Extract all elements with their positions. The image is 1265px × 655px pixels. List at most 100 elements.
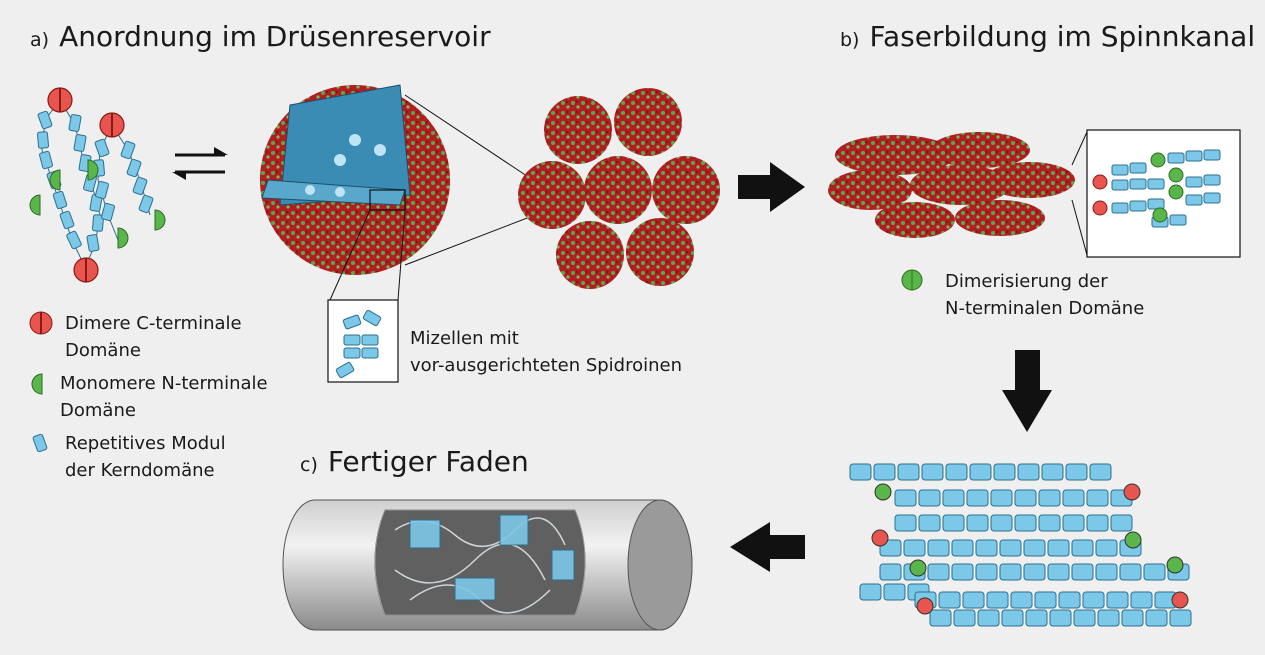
fiber-module [942,489,965,507]
fiber-module [969,463,992,481]
fiber-module [1025,609,1048,627]
legend-module-icon [32,433,48,453]
fiber-module [999,563,1022,581]
fiber-module [1130,591,1153,609]
legend-dimer-c-icon [29,311,53,335]
fiber-module [975,539,998,557]
section-b-title: b) Faserbildung im Spinnkanal [840,20,1255,53]
fiber-module [918,514,941,532]
section-a-label: a) [30,29,50,51]
fiber-terminal-domain [909,559,927,577]
fiber-terminal-domain [1166,556,1184,574]
fiber-module [999,539,1022,557]
fiber-module [927,563,950,581]
fiber-module [1058,591,1081,609]
fiber-module [1106,591,1129,609]
legend-monomer-n-icon [31,373,43,395]
fiber-module [1023,563,1046,581]
micelle-caption: Mizellen mit vor-ausgerichteten Spidroin… [410,325,682,379]
fiber-module [1089,463,1112,481]
fiber-module [1001,609,1024,627]
fiber-module [1095,539,1118,557]
fiber-terminal-domain [1124,531,1142,549]
fiber-module [1062,514,1085,532]
section-c-heading: Fertiger Faden [327,445,529,478]
fiber-module [938,591,961,609]
fiber-module [883,583,906,601]
legend-module-line2: der Kerndomäne [65,460,215,481]
fiber-module [986,591,1009,609]
fiber-module [1086,489,1109,507]
thread-cylinder [282,499,693,631]
legend-dimer-c-line1: Dimere C-terminale [65,313,242,334]
fiber-terminal-domain [871,529,889,547]
fiber-module [894,489,917,507]
fiber-module [1047,539,1070,557]
fiber-module [1014,514,1037,532]
fiber-terminal-domain [1171,591,1189,609]
fiber-module [894,514,917,532]
dimer-inset [1086,129,1241,258]
micelle-caption-line1: Mizellen mit [410,328,519,349]
fiber-module [1143,563,1166,581]
fiber-module [951,563,974,581]
section-b-label: b) [840,29,860,51]
fiber-module [942,514,965,532]
fiber-module [951,539,974,557]
fiber-module [1038,514,1061,532]
fiber-terminal-domain [1123,483,1141,501]
fiber-module [1086,514,1109,532]
dimer-caption: Dimerisierung der N-terminalen Domäne [945,268,1144,322]
fiber-module [1145,609,1168,627]
fiber-module [927,539,950,557]
fiber-assembly [849,463,1192,627]
fiber-module [1023,539,1046,557]
fiber-module [1097,609,1120,627]
section-b-heading: Faserbildung im Spinnkanal [869,20,1256,53]
fiber-module [929,609,952,627]
legend-module-line1: Repetitives Modul [65,433,226,454]
equilibrium-arrows [172,147,228,180]
fiber-module [921,463,944,481]
fiber-module [945,463,968,481]
fiber-module [903,539,926,557]
fiber-module [1062,489,1085,507]
section-a-heading: Anordnung im Drüsenreservoir [59,20,491,53]
fiber-module [1071,539,1094,557]
fiber-terminal-domain [916,597,934,615]
fiber-module [977,609,1000,627]
fiber-module [1110,514,1133,532]
fiber-module [897,463,920,481]
fiber-module [918,489,941,507]
flattened-micelles [828,132,1075,238]
fiber-module [1082,591,1105,609]
arrow-down [1002,350,1052,432]
fiber-module [1038,489,1061,507]
fiber-module [1121,609,1144,627]
fiber-module [879,563,902,581]
legend-dimer-c-line2: Domäne [65,340,141,361]
fiber-module [1010,591,1033,609]
section-a-title: a) Anordnung im Drüsenreservoir [30,20,491,53]
legend-dimer-c: Dimere C-terminale Domäne [65,310,242,364]
fiber-module [975,563,998,581]
fiber-module [1049,609,1072,627]
fiber-module [1073,609,1096,627]
fiber-module [990,514,1013,532]
fiber-module [962,591,985,609]
fiber-module [966,489,989,507]
micelle-sphere [260,84,450,275]
fiber-module [1095,563,1118,581]
fiber-module [1047,563,1070,581]
arrow-left [730,522,805,572]
section-c-label: c) [300,454,318,476]
arrow-right-1 [738,162,805,212]
fiber-module [1169,609,1192,627]
fiber-module [1065,463,1088,481]
fiber-module [1014,489,1037,507]
fiber-terminal-domain [874,483,892,501]
fiber-module [859,583,882,601]
fiber-module [953,609,976,627]
legend-monomer-n-line1: Monomere N-terminale [60,373,268,394]
micelle-inset [327,299,399,383]
